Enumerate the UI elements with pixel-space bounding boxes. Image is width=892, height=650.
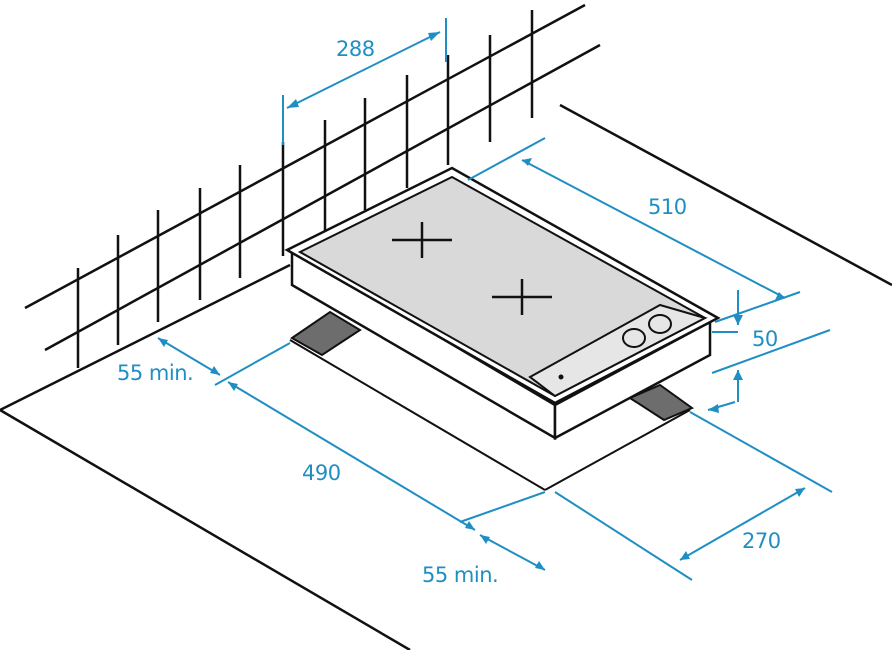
burner-back xyxy=(392,222,452,258)
indicator-light xyxy=(558,374,564,380)
control-knob-left[interactable] xyxy=(622,328,646,348)
cutout-outline xyxy=(289,339,691,491)
label-cutout-depth: 490 xyxy=(302,461,341,485)
support-block-right xyxy=(627,383,695,422)
label-side-clearance: 55 min. xyxy=(117,361,193,385)
support-block-left xyxy=(290,310,362,357)
label-wall-width: 288 xyxy=(336,37,375,61)
label-hob-depth: 510 xyxy=(648,195,687,219)
wall-tiles xyxy=(24,3,601,368)
control-knob-right[interactable] xyxy=(648,314,672,334)
countertop xyxy=(0,103,892,650)
dimension-lines xyxy=(157,18,833,581)
label-front-clearance: 55 min. xyxy=(422,563,498,587)
hob xyxy=(284,166,721,441)
label-hob-height: 50 xyxy=(752,327,778,351)
label-cutout-width: 270 xyxy=(742,529,781,553)
dimension-arrows xyxy=(158,32,805,570)
support-blocks xyxy=(290,310,695,422)
burner-front xyxy=(492,279,552,315)
